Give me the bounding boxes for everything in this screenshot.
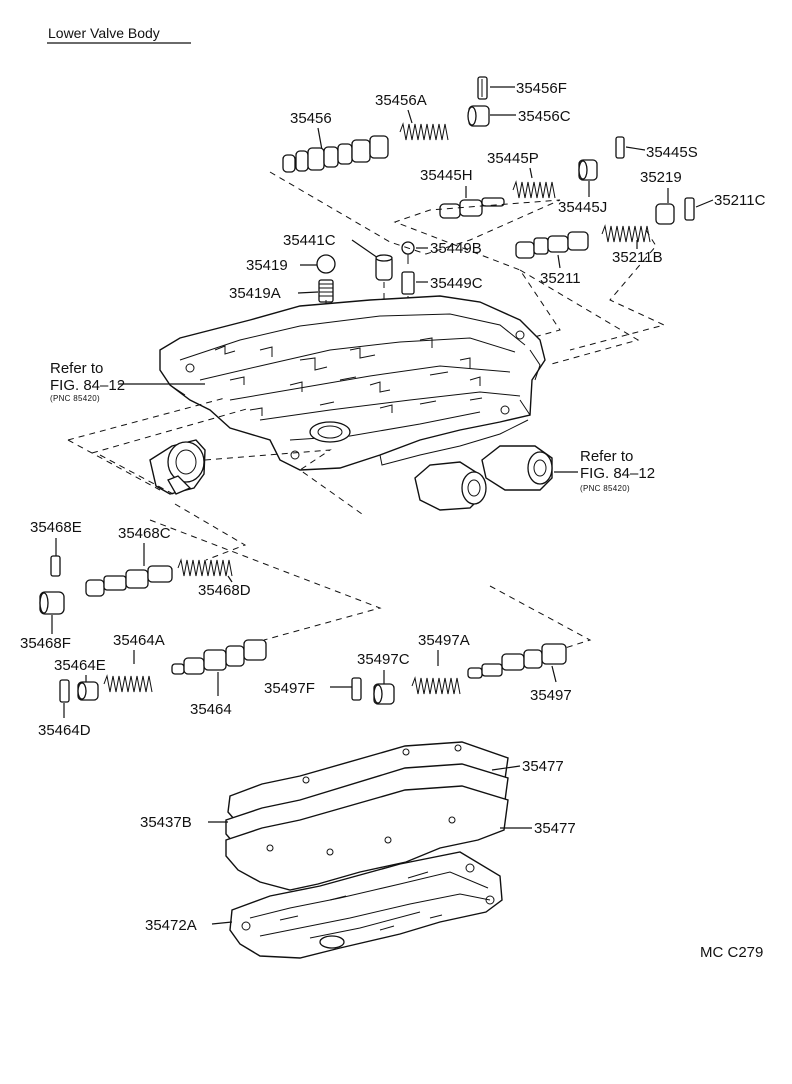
plug-35456C [467, 105, 490, 127]
ref-left-line1: Refer to [50, 360, 103, 377]
valve-35468C [85, 565, 173, 597]
label-35456C: 35456C [518, 108, 571, 125]
clip-35464D [59, 679, 70, 703]
solenoid-right-2 [481, 445, 553, 491]
label-35464D: 35464D [38, 722, 91, 739]
spring-35449C [401, 271, 415, 295]
label-35456: 35456 [290, 110, 332, 127]
spring-35456A [399, 122, 449, 141]
label-35211B: 35211B [612, 249, 663, 266]
label-35472A: 35472A [145, 917, 197, 934]
clip-35211C [684, 197, 695, 221]
ref-right-line2: FIG. 84–12 [580, 465, 655, 482]
ref-right-line3: (PNC 85420) [580, 484, 630, 493]
label-35468E: 35468E [30, 519, 82, 536]
clip-35456F [477, 76, 488, 100]
valve-body-upper [159, 295, 546, 471]
plug-35219 [655, 203, 675, 225]
label-35441C: 35441C [283, 232, 336, 249]
gasket-35477-lower [225, 785, 509, 891]
spring-35419A [318, 279, 334, 303]
ball-35419 [316, 254, 336, 274]
valve-35464 [171, 639, 267, 675]
solenoid-right-1 [414, 461, 487, 511]
plug-35468F [39, 591, 65, 615]
label-35419: 35419 [246, 257, 288, 274]
plug-35445J [578, 159, 598, 181]
label-35456F: 35456F [516, 80, 567, 97]
label-35464E: 35464E [54, 657, 106, 674]
ref-left-line2: FIG. 84–12 [50, 377, 125, 394]
label-35219: 35219 [640, 169, 682, 186]
label-35449C: 35449C [430, 275, 483, 292]
cover-plate-35472A [229, 851, 503, 959]
label-35468C: 35468C [118, 525, 171, 542]
label-35445H: 35445H [420, 167, 473, 184]
diagram-title: Lower Valve Body [48, 25, 160, 41]
label-35449B: 35449B [430, 240, 482, 257]
check-35449B [401, 241, 415, 264]
label-35437B: 35437B [140, 814, 192, 831]
label-35456A: 35456A [375, 92, 427, 109]
diagram-code: MC C279 [700, 944, 763, 961]
spring-35445P [512, 180, 556, 199]
ref-right-line1: Refer to [580, 448, 633, 465]
label-35497: 35497 [530, 687, 572, 704]
label-35445P: 35445P [487, 150, 539, 167]
clip-35445S [615, 136, 625, 159]
solenoid-left [149, 439, 206, 495]
label-35211C: 35211C [714, 192, 766, 209]
spring-35468D [177, 558, 233, 577]
plug-35464E [77, 681, 99, 701]
clip-35468E [50, 555, 61, 577]
label-35497C: 35497C [357, 651, 410, 668]
spring-35211B [601, 224, 651, 243]
label-35477-lower: 35477 [534, 820, 576, 837]
label-35445J: 35445J [558, 199, 607, 216]
label-35497A: 35497A [418, 632, 470, 649]
label-35419A: 35419A [229, 285, 281, 302]
spring-35464A [103, 674, 153, 693]
sleeve-35441C [375, 254, 393, 281]
valve-35497 [467, 643, 567, 679]
ref-left-line3: (PNC 85420) [50, 394, 100, 403]
label-35497F: 35497F [264, 680, 315, 697]
label-35211: 35211 [540, 270, 581, 287]
valve-35211 [515, 231, 589, 259]
clip-35497F [351, 677, 362, 701]
label-35464: 35464 [190, 701, 232, 718]
label-35468F: 35468F [20, 635, 71, 652]
valve-35445H [439, 197, 505, 219]
label-35445S: 35445S [646, 144, 698, 161]
plug-35497C [373, 683, 395, 705]
valve-35456 [282, 135, 389, 173]
label-35464A: 35464A [113, 632, 165, 649]
label-35468D: 35468D [198, 582, 251, 599]
spring-35497A [411, 676, 461, 695]
label-35477-upper: 35477 [522, 758, 564, 775]
